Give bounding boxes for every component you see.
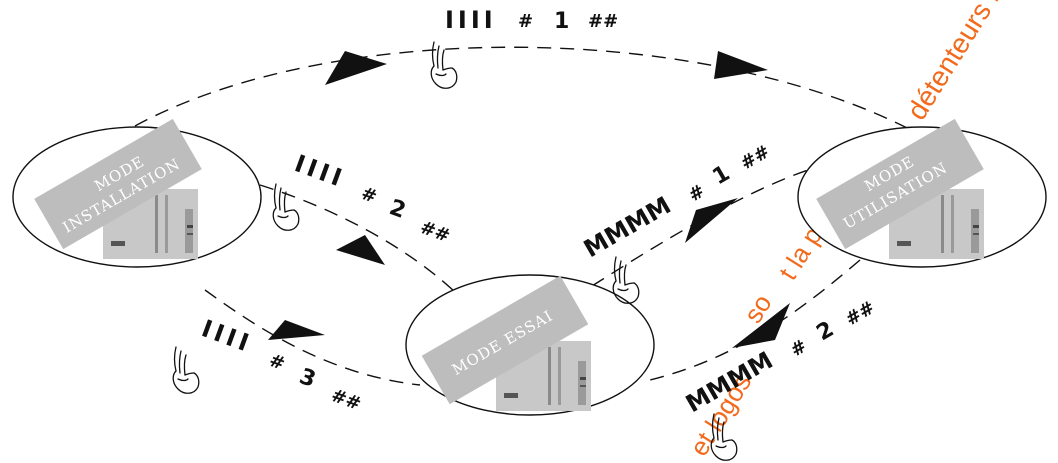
code-inst-essai-end: ## <box>417 217 453 247</box>
node-installation[interactable]: MODE INSTALLATION <box>13 119 261 267</box>
hand-icon <box>273 184 299 230</box>
code-bottom-left-num: 3 <box>296 364 319 393</box>
code-util-essai-num: 2 <box>813 317 839 346</box>
node-utilisation[interactable]: MODE UTILISATION <box>798 119 1046 267</box>
node-essai[interactable]: MODE ESSAI <box>406 275 654 415</box>
arrow-top-right <box>714 51 768 79</box>
path-installation-to-utilisation <box>135 47 915 132</box>
arrow-top-left <box>325 51 387 85</box>
code-essai-util-bars: MMMM <box>579 191 676 263</box>
code-bottom-left-hash: # <box>266 350 287 375</box>
code-bottom-left-end: ## <box>328 385 364 415</box>
code-top-hash: # <box>518 11 533 32</box>
code-top-end: ## <box>588 11 618 32</box>
code-inst-essai-bars: IIII <box>291 149 349 193</box>
arrow-low-left <box>268 320 325 340</box>
watermark-top: détenteurs re <box>901 0 1015 125</box>
code-top-num: 1 <box>554 9 569 34</box>
code-essai-util-hash: # <box>685 181 709 207</box>
code-top-bars: IIII <box>445 6 497 34</box>
code-bottom-left-bars: IIII <box>198 314 256 358</box>
code-inst-essai: IIII # 2 ## <box>273 149 453 247</box>
code-essai-util: MMMM # 1 ## <box>579 141 774 303</box>
code-essai-util-end: ## <box>737 141 774 174</box>
arrow-inst-essai <box>336 235 385 265</box>
arrow-essai-util <box>685 198 738 243</box>
code-inst-essai-num: 2 <box>386 195 409 224</box>
code-inst-essai-hash: # <box>358 183 379 208</box>
code-util-essai-hash: # <box>787 336 811 362</box>
hand-icon <box>173 347 199 393</box>
code-essai-util-num: 1 <box>709 161 735 190</box>
code-util-essai-end: ## <box>842 297 879 330</box>
